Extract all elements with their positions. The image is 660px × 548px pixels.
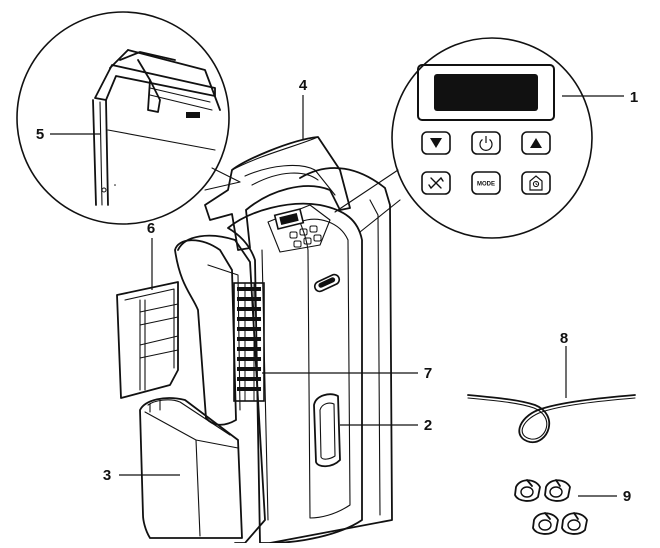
- mode-key: MODE: [471, 171, 501, 195]
- timer-key: [521, 171, 551, 195]
- callout-3: 3: [103, 467, 111, 484]
- castor-wheel: [532, 512, 559, 535]
- up-arrow-key: [521, 131, 551, 155]
- timer-icon: [529, 175, 543, 191]
- carry-handle: [204, 136, 351, 251]
- callout-8: 8: [560, 330, 568, 347]
- callout-6: 6: [147, 220, 155, 237]
- fan-icon: [428, 176, 444, 190]
- detail-circle-control-panel: MODE: [391, 37, 593, 239]
- logo-badge: [313, 273, 341, 293]
- leader-lines: [50, 95, 624, 497]
- mini-control-panel: [267, 204, 331, 253]
- castor-wheel: [561, 512, 588, 535]
- water-tank: [139, 397, 243, 539]
- callout-9: 9: [623, 488, 631, 505]
- power-key: [471, 131, 501, 155]
- mode-key-label: MODE: [477, 182, 495, 188]
- castor-wheels: [514, 479, 588, 535]
- callout-2: 2: [424, 417, 432, 434]
- drain-hose: [467, 394, 636, 443]
- castor-wheel: [544, 479, 571, 502]
- down-arrow-icon: [430, 138, 442, 148]
- callout-labels: 1 2 3 4 5 6 7 8 9: [36, 77, 638, 505]
- callout-1: 1: [630, 89, 638, 106]
- callout-5: 5: [36, 126, 44, 143]
- callout-7: 7: [424, 365, 432, 382]
- detail-circle-handle: [16, 11, 230, 225]
- handle-latch-detail: [92, 49, 221, 206]
- callout-4: 4: [299, 77, 308, 94]
- castor-wheel: [514, 479, 541, 502]
- dehumidifier-unit: [116, 136, 393, 544]
- down-arrow-key: [421, 131, 451, 155]
- air-filter: [116, 281, 179, 399]
- up-arrow-icon: [530, 138, 542, 148]
- water-level-window: [313, 393, 341, 468]
- power-icon: [479, 136, 493, 151]
- fan-key: [421, 171, 451, 195]
- detail-connectors: [204, 167, 401, 233]
- lcd-display-screen: [434, 74, 538, 111]
